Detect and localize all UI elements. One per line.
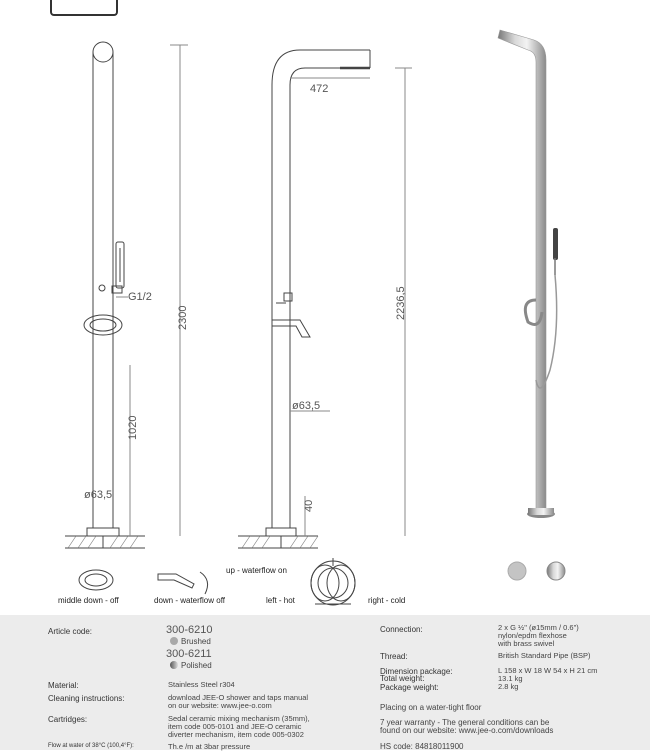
material-value: Stainless Steel r304 [168,680,235,689]
cartridges-value-2: item code 005-0101 and JEE-O ceramic [168,722,302,731]
dim-package-label: Dimension package: [380,667,453,676]
finish-2: Polished [170,661,212,670]
cleaning-value-1: download JEE-O shower and taps manual [168,693,309,702]
flow-value: Th.e /m at 3bar pressure [168,742,251,751]
connection-label: Connection: [380,625,423,634]
finish-polished-icon [170,661,178,669]
cartridges-value-1: Sedal ceramic mixing mechanism (35mm), [168,714,310,723]
thread-label: Thread: [380,652,408,661]
total-weight-value: 13.1 kg [498,674,523,683]
caption-down-waterflow: down - waterflow off [154,596,225,605]
spec-panel: Article code: 300-6210 Brushed 300-6211 … [0,615,650,751]
front-view [65,41,188,549]
side-view [238,49,412,549]
dim-package-value: L 158 x W 18 W 54 x H 21 cm [498,666,598,675]
cleaning-label: Cleaning instructions: [48,694,125,703]
warranty-line-1: 7 year warranty - The general conditions… [380,718,550,727]
thread-value: British Standard Pipe (BSP) [498,651,591,660]
cartridges-value-3: diverter mechanism, item code 005-0302 [168,730,304,739]
finish-1: Brushed [170,637,211,646]
warranty-line-2: found on our website: www.jee-o.com/down… [380,726,554,735]
connection-value-3: with brass swivel [498,639,555,648]
dim-diameter-side: ø63,5 [292,400,320,412]
caption-left-hot: left - hot [266,596,295,605]
article-code-2: 300-6211 [166,648,212,660]
total-weight-label: Total weight: [380,674,425,683]
dim-thread: G1/2 [128,291,152,303]
connection-value-1: 2 x G ½" (ø15mm / 0.6") [498,623,579,632]
article-code-1: 300-6210 [166,624,213,636]
placing-note: Placing on a water-tight floor [380,703,482,712]
connection-value-2: nylon/epdm flexhose [498,631,567,640]
product-render [497,29,558,518]
dim-mixer-height: 1020 [127,416,139,440]
package-weight-value: 2.8 kg [498,682,519,691]
dim-height-head: 2236,5 [395,286,407,320]
finish-1-label: Brushed [181,637,211,646]
handle-icon-down [157,571,209,595]
cartridges-label: Cartridges: [48,715,88,724]
handle-icon-off [78,569,114,591]
handle-icon-rotation [310,558,356,606]
package-weight-label: Package weight: [380,683,439,692]
header-tab [50,0,118,16]
finish-2-label: Polished [181,661,212,670]
technical-drawings: 2300 1020 G1/2 ø63,5 472 2236,5 ø63,5 40 [65,29,566,606]
hs-code: HS code: 84818011900 [380,742,464,751]
dim-diameter-front: ø63,5 [84,489,112,501]
article-code-label: Article code: [48,627,93,636]
swatch-polished [546,561,566,581]
caption-up-waterflow: up - waterflow on [226,566,287,575]
swatch-brushed [507,561,527,581]
dim-base-height: 40 [303,500,315,512]
dim-height-total: 2300 [177,306,189,330]
flow-label: Flow at water of 38°C (100,4°F): [48,743,134,749]
caption-right-cold: right - cold [368,596,406,605]
cleaning-value-2: on our website: www.jee-o.com [168,701,272,710]
material-label: Material: [48,681,79,690]
caption-middle-down: middle down - off [58,596,119,605]
dim-width-top: 472 [310,83,328,95]
finish-brushed-icon [170,637,178,645]
